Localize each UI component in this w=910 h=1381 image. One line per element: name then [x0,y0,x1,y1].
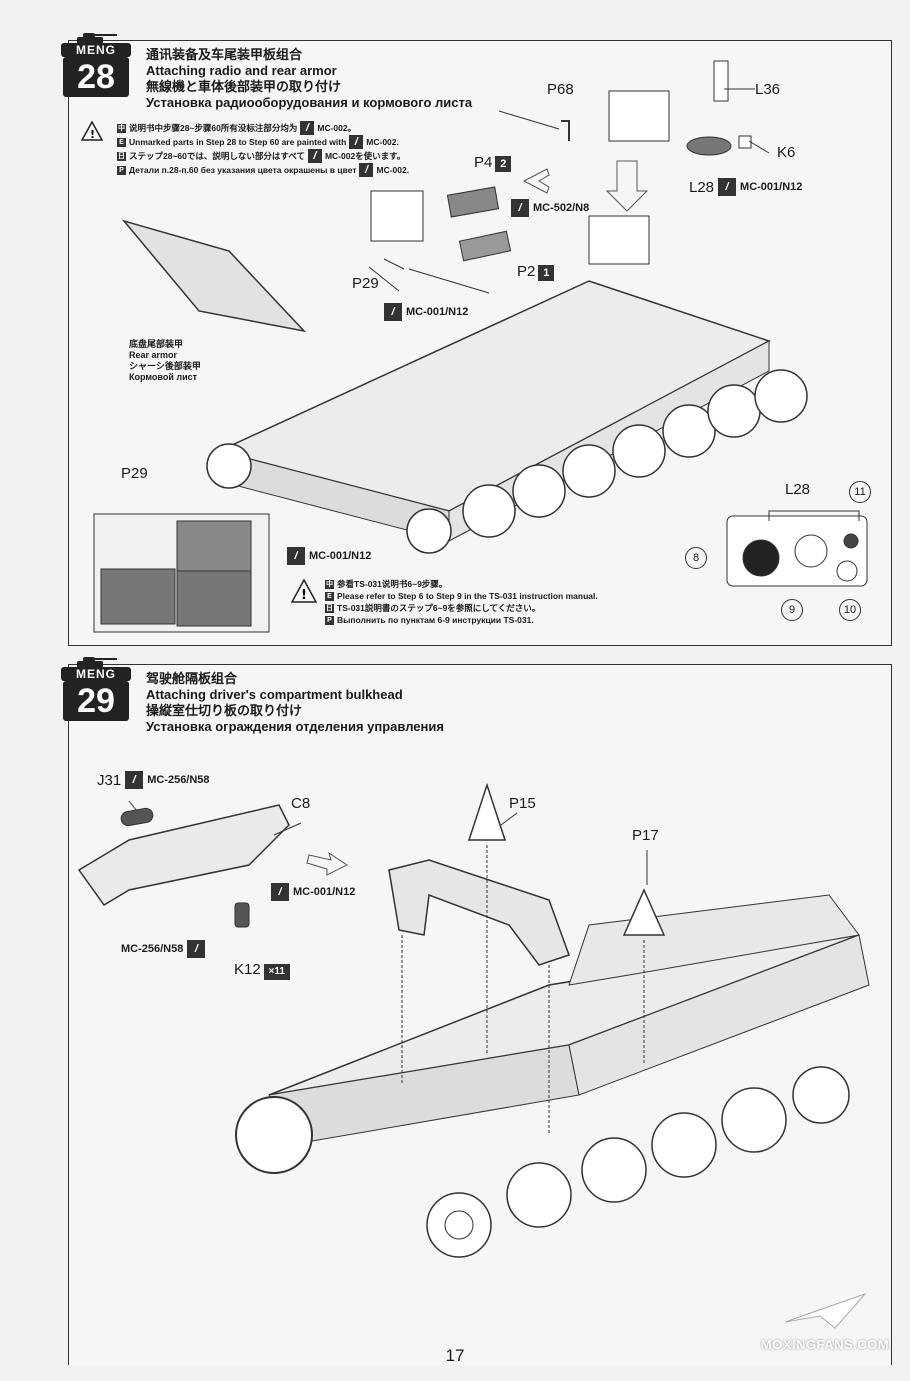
label-l28-gauges: L28 [785,481,811,498]
label-k6: K6 [777,144,796,161]
part-p68 [561,120,570,141]
title-ru: Установка радиооборудования и кормового … [146,95,473,110]
radio-top [608,90,670,142]
lang-icon: P [325,615,334,625]
brush-icon: / [511,199,529,217]
lang-icon: 日 [325,603,334,613]
title-ru: Установка ограждения отделения управлени… [146,719,444,734]
paint-c8: /MC-001/N12 [271,883,355,901]
step-number: 29 [63,681,129,721]
drive-sprocket [235,1096,313,1174]
paint-p29: /MC-001/N12 [384,303,468,321]
bulkhead-installed [388,859,570,966]
part-c8 [77,804,290,906]
label-j31: J31 [97,771,122,789]
warning-icon: ! [81,121,103,141]
label-k12: K12×11 [234,961,290,980]
callout-9: 9 [781,599,803,621]
brush-icon: / [287,547,305,565]
part-l36 [713,60,729,102]
brand-logo: MENG [61,43,131,57]
title-jp: 無線機と車体後部装甲の取り付け [146,79,342,94]
step-29-badge: MENG 29 [61,655,133,721]
label-l28: L28 [689,178,715,196]
brush-icon: / [718,178,737,196]
part-p4 [446,186,500,218]
part-p15 [467,782,507,841]
lang-icon: 中 [325,579,334,589]
brush-icon: / [125,771,144,789]
step-29-titles: 驾驶舱隔板组合 Attaching driver's compartment b… [146,671,444,735]
rear-armor-plate [121,219,307,333]
label-l36: L36 [755,81,781,98]
part-p29 [370,190,424,242]
svg-text:!: ! [301,588,307,603]
brand-logo: MENG [61,667,131,681]
rear-armor-label: 底盘尾部装甲 Rear armor シャーシ後部装甲 Кормовой лист [129,339,201,382]
title-cn: 通讯装备及车尾装甲板组合 [146,47,303,62]
lang-icon: E [325,591,334,601]
brush-icon: / [187,940,206,958]
callout-10: 10 [839,599,861,621]
brush-icon: / [359,163,374,177]
step-28-panel: MENG 28 通讯装备及车尾装甲板组合 Attaching radio and… [61,33,892,646]
qty-badge: ×11 [263,963,290,980]
lang-icon: 日 [117,151,126,161]
title-cn: 驾驶舱隔板组合 [146,671,238,686]
radio-box [588,215,650,265]
step-28-illustration [93,60,868,633]
title-en: Attaching driver's compartment bulkhead [146,687,403,702]
qty-badge: 2 [495,156,512,172]
warning-icon: ! [291,579,317,603]
road-wheels [426,1066,850,1258]
brush-icon: / [349,135,364,149]
brush-icon: / [307,149,322,163]
brush-icon: / [300,121,315,135]
label-p29-detail: P29 [121,465,148,482]
paint-l28: L28 / MC-001/N12 [689,178,803,196]
page-number: 17 [445,1346,465,1365]
callout-8: 8 [685,547,707,569]
paint-j31: J31 / MC-256/N58 [97,771,210,789]
step-28-badge: MENG 28 [61,31,133,97]
paper-plane-icon [784,1292,867,1329]
svg-text:!: ! [90,128,95,141]
title-jp: 操縦室仕切り板の取り付け [146,703,303,718]
step-number: 28 [63,57,129,97]
part-k6 [738,135,752,149]
paint-p4: /MC-502/N8 [511,199,589,217]
watermark: MOXINGFANS.COM [745,1292,905,1352]
label-p68: P68 [547,81,574,98]
brush-icon: / [384,303,402,321]
label-p17: P17 [632,827,659,844]
qty-badge: 1 [538,265,555,281]
part-l28 [686,136,732,156]
paint-k12: MC-256/N58/ [121,940,206,958]
part-k12 [234,902,250,928]
part-p17 [622,888,666,936]
brush-icon: / [271,883,289,901]
title-en: Attaching radio and rear armor [146,63,337,78]
tank-icon [77,33,117,44]
tank-icon [77,657,117,668]
paint-p29-detail: /MC-001/N12 [287,547,371,565]
step-28-titles: 通讯装备及车尾装甲板组合 Attaching radio and rear ar… [146,47,472,111]
step-29-panel: MENG 29 驾驶舱隔板组合 Attaching driver's compa… [61,657,892,1365]
step-29-illustration [77,782,870,1258]
lang-icon: P [117,165,126,175]
label-p29: P29 [352,275,379,292]
callout-11: 11 [849,481,871,503]
lang-icon: E [117,137,126,147]
part-p2 [458,230,512,262]
road-wheels [406,369,808,554]
label-p15: P15 [509,795,536,812]
label-c8: C8 [291,795,311,812]
lang-icon: 中 [117,123,126,133]
